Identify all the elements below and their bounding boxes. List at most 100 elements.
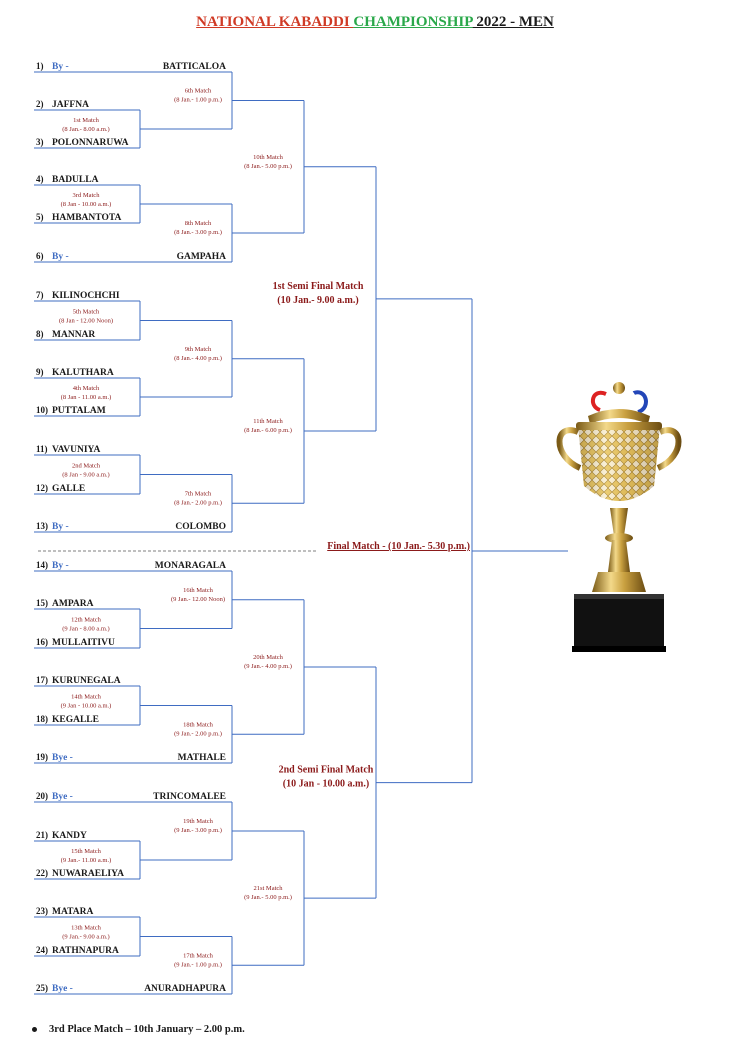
team-number: 14) [36, 560, 48, 570]
match-date: (8 Jan.- 5.00 p.m.) [244, 163, 292, 170]
team-number: 9) [36, 367, 44, 377]
team-number: 12) [36, 483, 48, 493]
match-date: (8 Jan - 12.00 Noon) [59, 318, 113, 325]
team-number: 1) [36, 61, 44, 71]
team-name: ANURADHAPURA [144, 984, 226, 994]
title-national-kabaddi: NATIONAL KABADDI [196, 14, 354, 30]
semi-final-2-date: (10 Jan - 10.00 a.m.) [283, 779, 369, 790]
team-number: 5) [36, 212, 44, 222]
team-name: TRINCOMALEE [153, 792, 226, 802]
match-label: 16th Match [183, 587, 214, 594]
match-label: 15th Match [71, 848, 102, 855]
team-number: 7) [36, 290, 44, 300]
team-name: COLOMBO [175, 522, 226, 532]
team-number: 17) [36, 675, 48, 685]
match-label: 11th Match [253, 418, 283, 425]
team-number: 6) [36, 251, 44, 261]
team-name: MATHALE [178, 753, 226, 763]
team-name: BADULLA [52, 175, 99, 185]
match-label: 17th Match [183, 952, 214, 959]
team-name: AMPARA [52, 599, 94, 609]
team-name: KANDY [52, 831, 87, 841]
team-number: 19) [36, 752, 48, 762]
title-championship: CHAMPIONSHIP [353, 14, 473, 30]
match-date: (8 Jan.- 8.00 a.m.) [62, 126, 109, 133]
match-label: 9th Match [185, 346, 212, 353]
match-label: 13th Match [71, 925, 102, 932]
match-label: 20th Match [253, 654, 284, 661]
team-name: NUWARAELIYA [52, 869, 124, 879]
team-name: JAFFNA [52, 100, 89, 110]
match-date: (9 Jan.- 2.00 p.m.) [174, 730, 222, 737]
match-label: 21st Match [253, 885, 283, 892]
team-name: KALUTHARA [52, 368, 114, 378]
team-number: 20) [36, 791, 48, 801]
match-date: (8 Jan.- 1.00 p.m.) [174, 97, 222, 104]
match-date: (9 Jan - 8.00 a.m.) [62, 626, 109, 633]
team-number: 2) [36, 99, 44, 109]
team-name: RATHNAPURA [52, 946, 119, 956]
team-name: MANNAR [52, 330, 95, 340]
match-label: 5th Match [73, 309, 100, 316]
match-label: 18th Match [183, 721, 214, 728]
match-date: (8 Jan - 11.00 a.m.) [61, 394, 111, 401]
bye-label: By - [52, 522, 69, 532]
semi-final-2-label: 2nd Semi Final Match [279, 765, 374, 776]
match-label: 7th Match [185, 490, 212, 497]
team-name: MATARA [52, 907, 93, 917]
match-date: (9 Jan.- 11.00 a.m.) [61, 857, 111, 864]
team-number: 4) [36, 174, 44, 184]
team-name: PUTTALAM [52, 406, 106, 416]
semi-final-1-label: 1st Semi Final Match [273, 281, 364, 292]
bye-label: Bye - [52, 753, 73, 763]
team-name: GAMPAHA [177, 252, 227, 262]
match-date: (8 Jan.- 2.00 p.m.) [174, 499, 222, 506]
match-date: (8 Jan.- 3.00 p.m.) [174, 229, 222, 236]
bye-label: By - [52, 62, 69, 72]
team-number: 21) [36, 830, 48, 840]
match-label: 14th Match [71, 694, 102, 701]
team-name: KEGALLE [52, 715, 99, 725]
bullet-icon [32, 1027, 37, 1033]
team-number: 16) [36, 637, 48, 647]
final-match-label: Final Match - (10 Jan.- 5.30 p.m.) [327, 541, 470, 552]
match-date: (9 Jan.- 5.00 p.m.) [244, 894, 292, 901]
team-number: 25) [36, 983, 48, 993]
match-label: 6th Match [185, 88, 212, 95]
team-number: 24) [36, 945, 48, 955]
team-name: GALLE [52, 484, 85, 494]
bye-label: By - [52, 561, 69, 571]
match-date: (9 Jan.- 1.00 p.m.) [174, 961, 222, 968]
match-date: (9 Jan.- 12.00 Noon) [171, 596, 225, 603]
match-label: 10th Match [253, 154, 284, 161]
match-date: (8 Jan - 9.00 a.m.) [62, 472, 109, 479]
team-number: 15) [36, 598, 48, 608]
match-label: 8th Match [185, 220, 212, 227]
bye-label: Bye - [52, 792, 73, 802]
team-number: 3) [36, 137, 44, 147]
team-number: 18) [36, 714, 48, 724]
match-label: 19th Match [183, 818, 214, 825]
team-name: HAMBANTOTA [52, 213, 121, 223]
match-date: (8 Jan - 10.00 a.m.) [61, 201, 112, 208]
match-label: 4th Match [73, 385, 100, 392]
match-date: (9 Jan.- 4.00 p.m.) [244, 663, 292, 670]
bye-label: By - [52, 252, 69, 262]
team-name: MONARAGALA [155, 561, 226, 571]
match-label: 1st Match [73, 117, 100, 124]
team-number: 10) [36, 405, 48, 415]
team-name: POLONNARUWA [52, 138, 129, 148]
match-label: 12th Match [71, 617, 102, 624]
team-name: MULLAITIVU [52, 638, 115, 648]
match-label: 2nd Match [72, 463, 101, 470]
bye-label: Bye - [52, 984, 73, 994]
title-year-men: 2022 - MEN [472, 14, 554, 30]
team-number: 23) [36, 906, 48, 916]
team-number: 8) [36, 329, 44, 339]
page-title: NATIONAL KABADDI CHAMPIONSHIP 2022 - MEN [0, 14, 750, 31]
team-name: KURUNEGALA [52, 676, 121, 686]
team-name: VAVUNIYA [52, 445, 101, 455]
match-label: 3rd Match [73, 192, 101, 199]
match-date: (8 Jan.- 6.00 p.m.) [244, 427, 292, 434]
